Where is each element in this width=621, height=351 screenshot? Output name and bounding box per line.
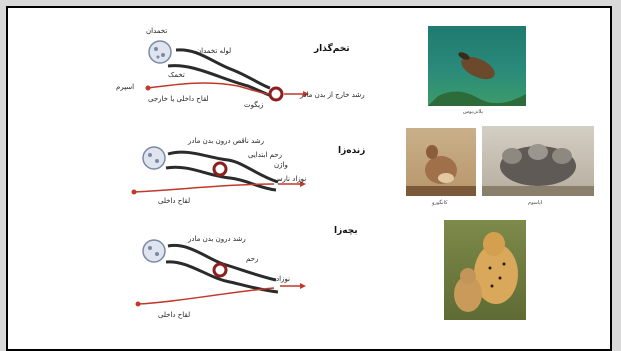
kangaroo-photo (406, 128, 476, 196)
newborn-label: نوزاد (276, 276, 290, 283)
primitive-uterus-label: رحم ابتدایی (248, 152, 282, 159)
platypus-caption: پلاتی‌پوس (463, 109, 483, 115)
internal-fertilization-label: لقاح داخلی (158, 198, 190, 205)
kangaroo-caption: کانگورو (432, 200, 447, 206)
opossum-photo (482, 126, 594, 196)
cheetah-photo (444, 220, 526, 320)
viviparous-diagram (136, 240, 307, 307)
platypus-photo (428, 26, 526, 106)
zygote-label: زیگوت (244, 102, 263, 109)
oviduct-upper (176, 50, 270, 88)
development-label: رشد خارج از بدن مادر (300, 92, 365, 99)
internal-development-label: رشد درون بدن مادر (188, 236, 246, 243)
zygote-shape (270, 88, 282, 100)
ovoviviparous-heading: زنده‌زا (338, 146, 365, 156)
partial-development-label: رشد ناقص درون بدن مادر (188, 138, 264, 145)
oviparous-heading: تخم‌گذار (314, 44, 350, 54)
ovary-shape (149, 41, 171, 63)
vagina-label: واژن (274, 162, 288, 169)
sperm-label: اسپرم (116, 84, 134, 91)
viviparous-heading: بچه‌زا (334, 226, 358, 236)
premature-newborn-label: نوزاد نارس (274, 176, 306, 183)
egg-label: تخمک (168, 72, 185, 79)
fertilization-label: لقاح داخلی یا خارجی (148, 96, 209, 103)
opossum-caption: اپاسوم (528, 200, 542, 206)
ovary-label: تخمدان (146, 28, 167, 35)
oviduct-label: لوله تخمدان (196, 48, 231, 55)
internal-fertilization-label-2: لقاح داخلی (158, 312, 190, 319)
uterus-label: رحم (246, 256, 258, 263)
slide: تخم‌گذار تخمدان لوله تخمدان تخمک اسپرم ل… (6, 6, 612, 351)
